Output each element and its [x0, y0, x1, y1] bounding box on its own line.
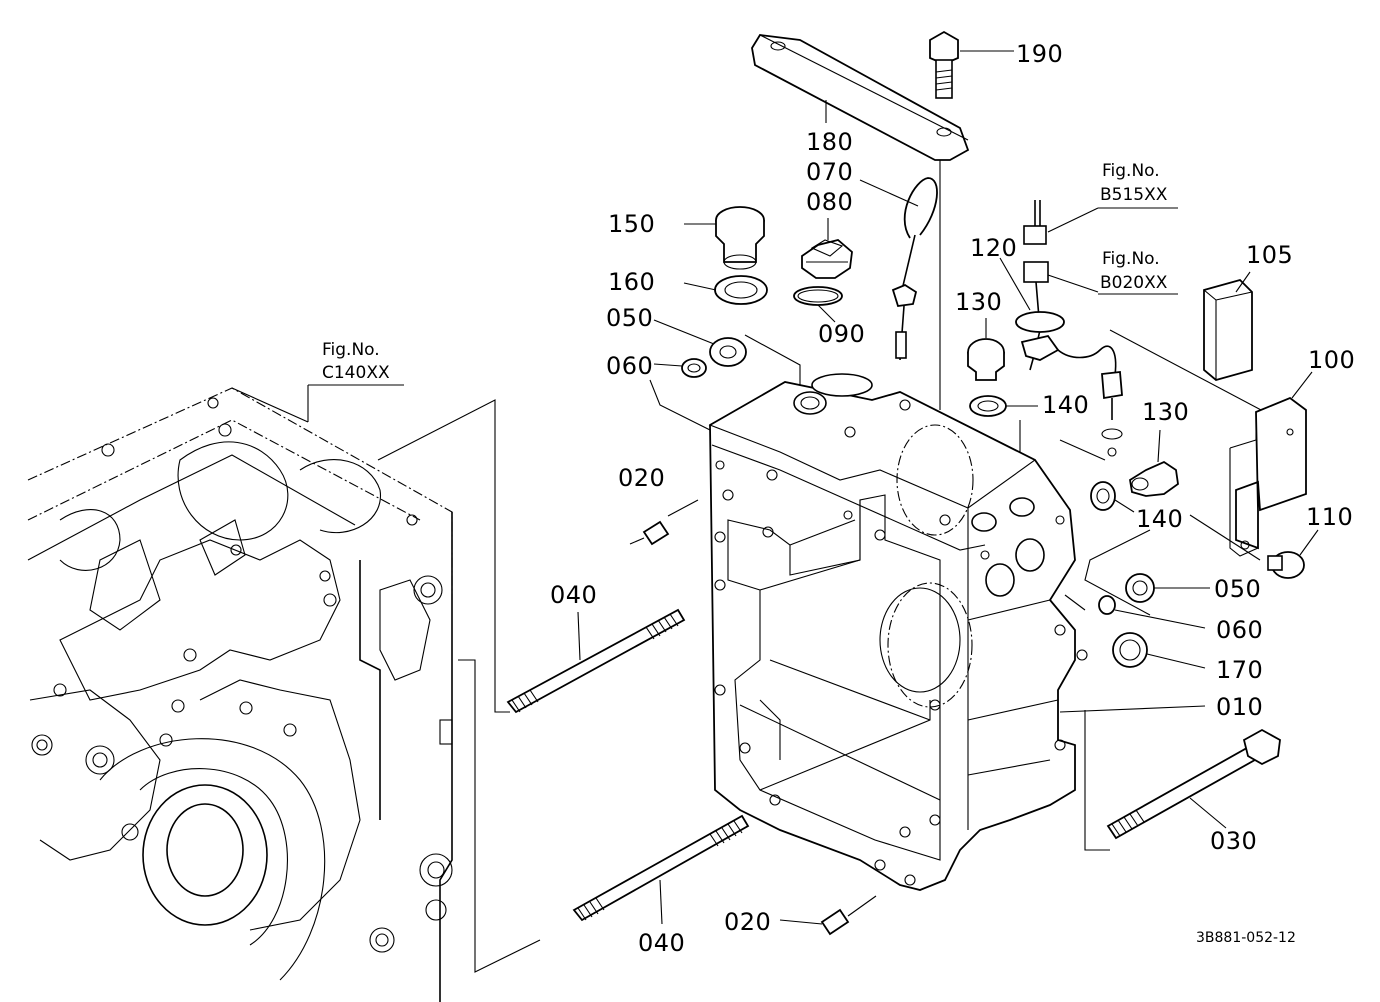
bolt-190 [929, 30, 1014, 99]
gasket-160 [683, 275, 768, 305]
callout-040-upper: 040 [550, 581, 597, 609]
callout-050-right: 050 [1214, 575, 1261, 603]
pin-020-lower [779, 895, 877, 936]
callout-020-upper: 020 [618, 464, 665, 492]
fig-ref-code: C140XX [322, 363, 390, 383]
plug-150 [684, 206, 765, 270]
washer-060-upper [653, 358, 707, 378]
fig-ref-title: Fig.No. [1102, 249, 1160, 269]
collar-050-upper [653, 319, 747, 367]
callout-060-right: 060 [1216, 616, 1263, 644]
callout-120: 120 [970, 234, 1017, 262]
callout-130-upper: 130 [955, 288, 1002, 316]
stud-040-lower [572, 814, 750, 925]
engine-block-outline [27, 387, 453, 1002]
fig-ref-title: Fig.No. [322, 340, 380, 360]
figure-reference-b515xx: Fig.No. B515XX [1098, 161, 1178, 209]
fig-ref-title: Fig.No. [1102, 161, 1160, 181]
dipstick-070 [859, 177, 938, 361]
leader-010 [1059, 705, 1206, 713]
pin-020-upper [629, 499, 699, 546]
washer-060-right [1098, 595, 1206, 629]
clip-105 [1203, 271, 1253, 381]
cap-080 [801, 218, 853, 279]
callout-105: 105 [1246, 241, 1293, 269]
bracket-100 [1229, 371, 1313, 557]
bolt-030 [1106, 728, 1281, 840]
callout-030: 030 [1210, 827, 1257, 855]
callout-050-upper: 050 [606, 304, 653, 332]
plug-130-right [1129, 429, 1179, 497]
callout-020-lower: 020 [724, 908, 771, 936]
callout-160: 160 [608, 268, 655, 296]
callout-010: 010 [1216, 693, 1263, 721]
bolt-110 [1267, 529, 1319, 579]
fig-ref-code: B020XX [1100, 273, 1168, 293]
callout-130-right: 130 [1142, 398, 1189, 426]
figure-reference-b020xx: Fig.No. B020XX [1098, 249, 1178, 295]
callout-140-right: 140 [1136, 505, 1183, 533]
fig-ref-code: B515XX [1100, 185, 1168, 205]
washer-140-right [1090, 481, 1135, 513]
washer-140-upper [969, 395, 1038, 417]
callout-190: 190 [1016, 40, 1063, 68]
stay-180 [751, 34, 970, 161]
plug-130-upper [967, 318, 1005, 381]
callout-080: 080 [806, 188, 853, 216]
callout-060-upper: 060 [606, 352, 653, 380]
callout-100: 100 [1308, 346, 1355, 374]
seal-170 [1112, 632, 1206, 669]
callout-170: 170 [1216, 656, 1263, 684]
callout-110: 110 [1306, 503, 1353, 531]
callout-040-lower: 040 [638, 929, 685, 957]
callout-070: 070 [806, 158, 853, 186]
callout-090: 090 [818, 320, 865, 348]
o-ring-090 [793, 286, 843, 323]
callout-labels: 190 180 070 080 150 160 090 050 060 130 … [550, 40, 1355, 957]
sensor-harness-120 [999, 200, 1123, 457]
stud-040-upper [506, 608, 686, 714]
callout-180: 180 [806, 128, 853, 156]
transmission-case-010 [708, 373, 1088, 891]
collar-050-right [1125, 573, 1210, 603]
callout-140-upper: 140 [1042, 391, 1089, 419]
callout-150: 150 [608, 210, 655, 238]
drawing-code: 3B881-052-12 [1196, 930, 1296, 946]
figure-reference-c140xx: Fig.No. C140XX [307, 340, 404, 422]
